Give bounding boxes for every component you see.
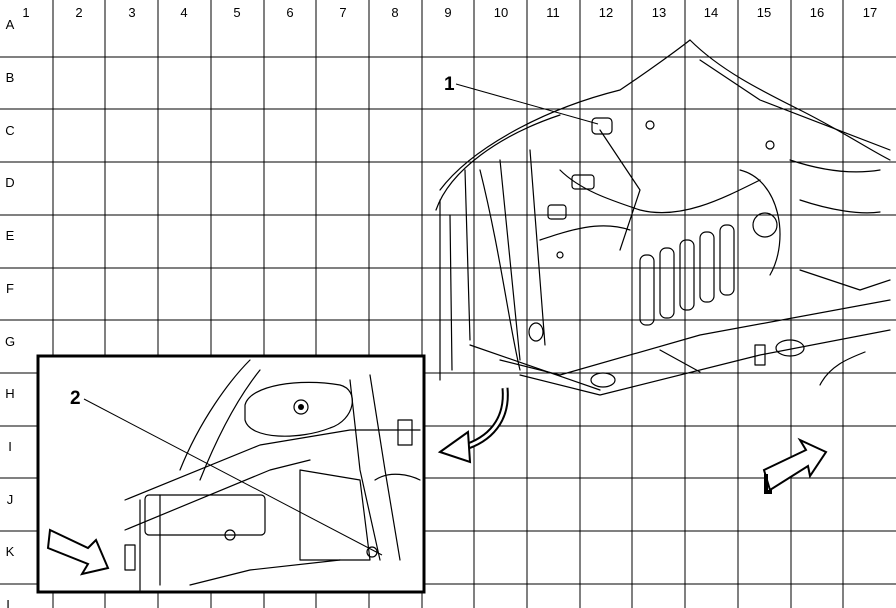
column-label: 3 [128, 5, 135, 20]
column-label: 9 [444, 5, 451, 20]
row-labels: A B C D E F G H I J K L [5, 17, 15, 608]
row-label: H [5, 386, 14, 401]
column-label: 16 [810, 5, 824, 20]
row-label: G [5, 334, 15, 349]
inset-border [36, 354, 426, 594]
callout-leaders [83, 83, 599, 556]
row-label: D [5, 175, 14, 190]
row-label: L [6, 597, 13, 608]
row-label: K [6, 544, 15, 559]
row-label: C [5, 123, 14, 138]
column-label: 5 [233, 5, 240, 20]
column-label: 13 [652, 5, 666, 20]
inset-view [36, 354, 426, 594]
row-label: F [6, 281, 14, 296]
column-label: 1 [22, 5, 29, 20]
column-label: 8 [391, 5, 398, 20]
row-label: J [7, 492, 14, 507]
column-label: 11 [546, 5, 560, 20]
column-label: 10 [494, 5, 508, 20]
callout-1-label: 1 [444, 74, 455, 95]
vehicle-interior-drawing [435, 39, 891, 396]
row-label: A [6, 17, 15, 32]
row-label: I [8, 439, 12, 454]
callout-2-label: 2 [70, 388, 81, 409]
column-label: 2 [75, 5, 82, 20]
column-label: 4 [180, 5, 187, 20]
inset-pointer-arrow [437, 387, 509, 464]
column-label: 12 [599, 5, 613, 20]
column-label: 15 [757, 5, 771, 20]
column-label: 6 [286, 5, 293, 20]
forward-direction-arrow [762, 437, 828, 494]
column-label: 14 [704, 5, 718, 20]
row-label: B [6, 70, 15, 85]
row-label: E [6, 228, 15, 243]
column-label: 17 [863, 5, 877, 20]
column-label: 7 [339, 5, 346, 20]
